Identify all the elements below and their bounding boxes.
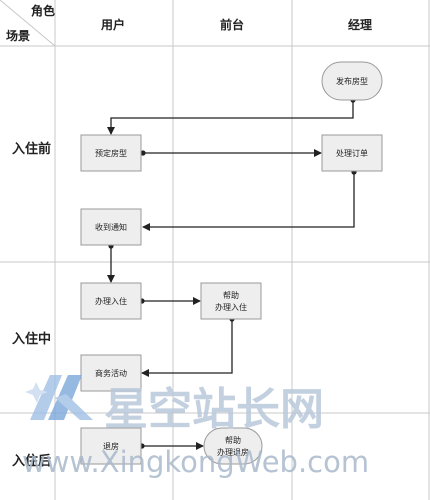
node-business-activity[interactable]: [80, 354, 142, 392]
row-label-during-stay: 入住中: [12, 331, 51, 347]
node-check-in[interactable]: [80, 282, 142, 320]
edge-publish-to-book: [107, 100, 354, 135]
corner-diagonal: [0, 0, 56, 47]
node-label: 办理入住: [95, 296, 127, 306]
node-receive-notice[interactable]: [80, 208, 142, 246]
node-process-order[interactable]: [321, 134, 383, 172]
watermark-brand: 星空站长网: [104, 384, 324, 435]
corner-role-label: 角色: [31, 3, 55, 18]
row-label-before-checkin: 入住前: [12, 141, 51, 157]
edge-dot: [140, 150, 146, 156]
watermark: 星空站长网 www.XingkongWeb.com: [22, 375, 369, 479]
column-header-user: 用户: [100, 17, 125, 32]
node-label: 帮助: [225, 435, 241, 445]
node-label: 办理入住: [215, 302, 247, 312]
node-book-room-type[interactable]: [80, 134, 142, 172]
row-label-after-checkout: 入住后: [12, 453, 51, 469]
nodes: [80, 61, 383, 465]
watermark-url: www.XingkongWeb.com: [22, 445, 369, 479]
node-label: 办理退房: [217, 447, 249, 457]
edge-help-to-business: [141, 319, 233, 377]
node-check-out[interactable]: [80, 427, 142, 465]
node-label: 商务活动: [95, 368, 127, 378]
node-label: 发布房型: [336, 76, 368, 86]
node-label: 预定房型: [95, 148, 127, 158]
column-header-frontdesk: 前台: [220, 17, 244, 32]
corner-scene-label: 场景: [6, 29, 30, 43]
node-publish-room-type[interactable]: [321, 61, 383, 101]
node-label: 帮助: [223, 290, 239, 300]
edge-process-to-notice: [142, 172, 355, 231]
column-header-manager: 经理: [348, 17, 372, 32]
node-label: 处理订单: [336, 148, 368, 158]
edges: [107, 100, 355, 450]
node-label: 收到通知: [95, 222, 127, 232]
watermark-logo-icon: [25, 375, 93, 420]
node-help-check-in[interactable]: [200, 282, 262, 320]
node-help-check-out[interactable]: [203, 427, 263, 465]
node-label: 退房: [103, 441, 119, 451]
